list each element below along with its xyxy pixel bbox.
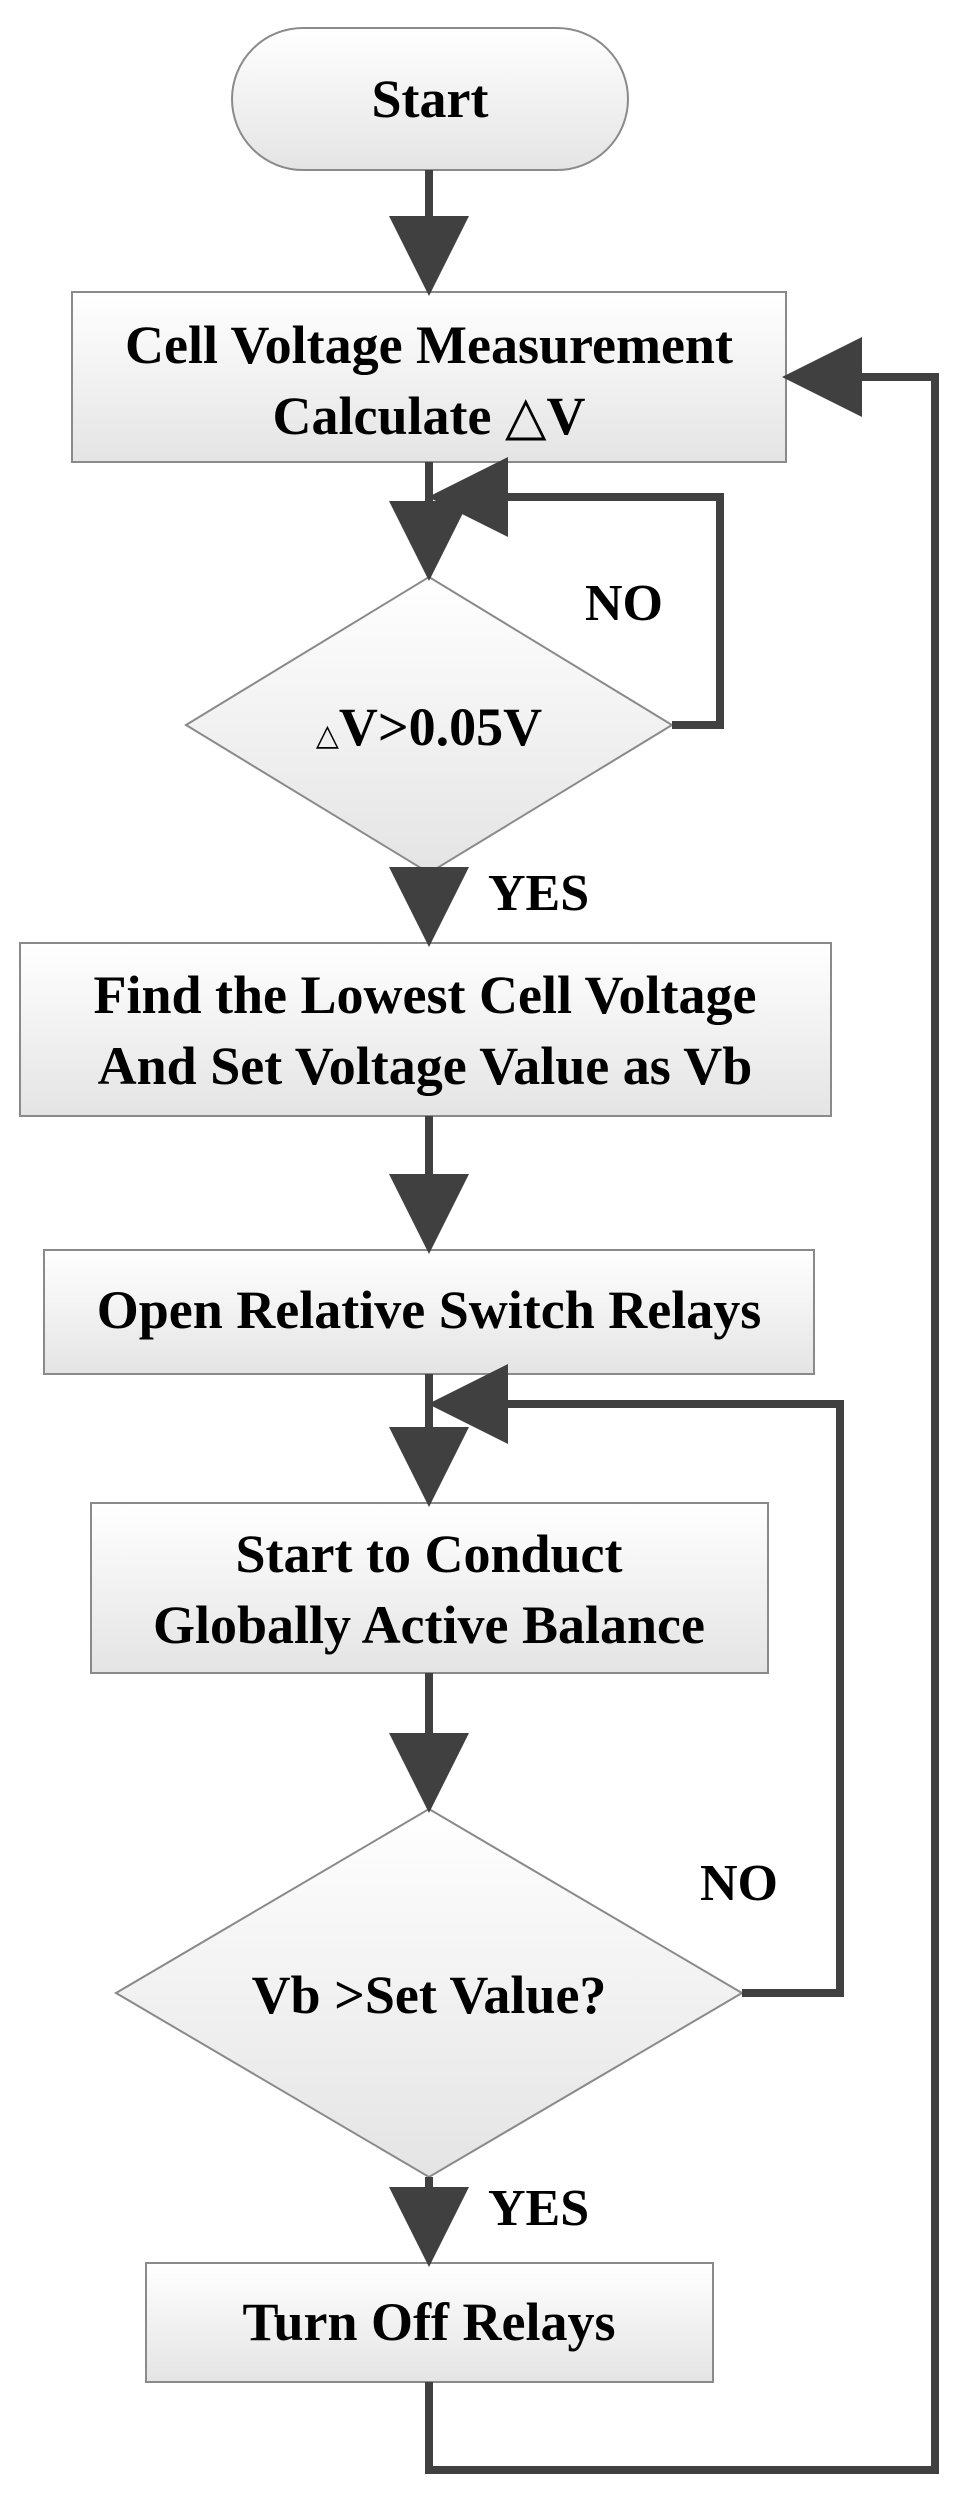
check-dv-label: △V>0.05V xyxy=(316,697,542,757)
measure-line2-suffix: V xyxy=(546,386,585,446)
measure-line2: Calculate △V xyxy=(273,386,586,446)
conduct-line2: Globally Active Balance xyxy=(153,1595,705,1655)
dv-yes-label: YES xyxy=(488,865,589,922)
vb-yes-label: YES xyxy=(488,2180,589,2237)
find-lowest-line1: Find the Lowest Cell Voltage xyxy=(93,965,756,1025)
loop-turnoff-to-measure xyxy=(425,337,939,2474)
turn-off-process: Turn Off Relays xyxy=(145,2262,714,2383)
delta-symbol: △ xyxy=(505,386,547,446)
check-dv-decision: △V>0.05V xyxy=(184,575,674,875)
loop-vb-no xyxy=(428,1364,844,1997)
loop-dv-no xyxy=(428,457,724,729)
open-relays-label: Open Relative Switch Relays xyxy=(97,1280,761,1340)
find-lowest-line2: And Set Voltage Value as Vb xyxy=(98,1036,753,1096)
open-relays-process: Open Relative Switch Relays xyxy=(43,1249,815,1375)
check-dv-text: V>0.05V xyxy=(339,697,542,757)
conduct-line1: Start to Conduct xyxy=(236,1524,623,1584)
measure-process: Cell Voltage Measurement Calculate △V xyxy=(71,291,787,463)
measure-line1: Cell Voltage Measurement xyxy=(125,315,733,375)
measure-line2-text: Calculate xyxy=(273,386,505,446)
start-label: Start xyxy=(372,69,489,129)
start-node: Start xyxy=(231,27,629,171)
find-lowest-process: Find the Lowest Cell Voltage And Set Vol… xyxy=(19,942,832,1117)
vb-no-label: NO xyxy=(700,1855,778,1912)
turn-off-label: Turn Off Relays xyxy=(242,2292,615,2352)
delta-symbol-small: △ xyxy=(316,719,339,752)
dv-no-label: NO xyxy=(585,575,663,632)
check-vb-decision: Vb >Set Value? xyxy=(114,1807,744,2179)
conduct-process: Start to Conduct Globally Active Balance xyxy=(90,1502,769,1674)
check-vb-label: Vb >Set Value? xyxy=(252,1965,607,2025)
